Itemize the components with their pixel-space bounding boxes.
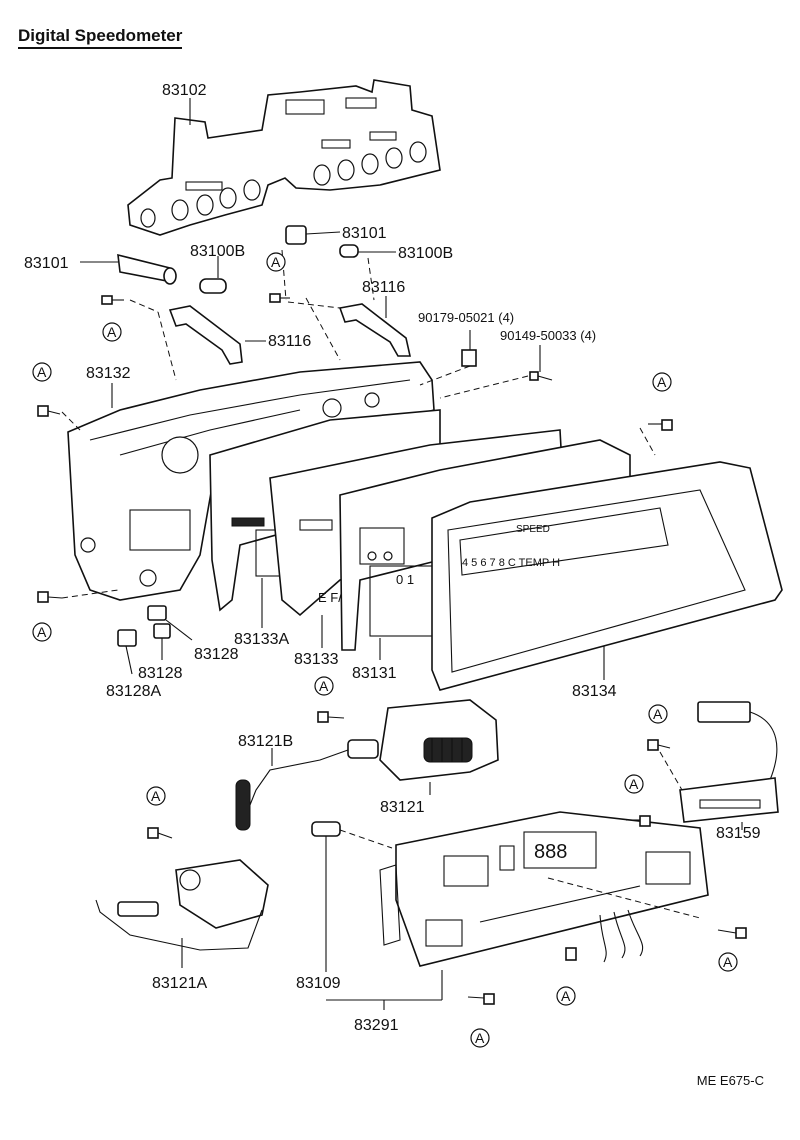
- screw-a-8: [647, 739, 671, 751]
- label-83128-b: 83128: [138, 665, 183, 682]
- screw-a-4: [37, 591, 63, 603]
- label-83159: 83159: [716, 825, 761, 842]
- svg-text:A: A: [37, 624, 47, 640]
- clip-83128: [117, 605, 193, 675]
- screw-a-1: [101, 295, 124, 305]
- svg-text:A: A: [319, 678, 329, 694]
- label-83131: 83131: [352, 665, 397, 682]
- screw-a-2: [269, 293, 290, 303]
- svg-text:A: A: [475, 1030, 485, 1046]
- label-83134: 83134: [572, 683, 617, 700]
- label-83133a: 83133A: [234, 631, 289, 648]
- screw-a-7: [147, 827, 173, 839]
- svg-text:A: A: [653, 706, 663, 722]
- label-83101-left: 83101: [24, 255, 69, 272]
- label-83116-top: 83116: [362, 279, 405, 296]
- connector-83159: [679, 701, 779, 830]
- label-83128-a: 83128: [194, 646, 239, 663]
- figure-code: ME E675-C: [696, 1073, 764, 1088]
- circuit-plate-83102: [127, 79, 441, 236]
- speed-label-text: SPEED: [516, 524, 550, 535]
- odometer-digits-text: 0 1: [396, 572, 414, 587]
- svg-text:A: A: [657, 374, 667, 390]
- screw-a-5: [648, 419, 673, 431]
- bulb-83100b-right: [339, 244, 396, 258]
- circuit-board-83291: 888: [379, 811, 709, 967]
- screw-a-10: [717, 927, 747, 939]
- label-83101-top: 83101: [342, 225, 387, 242]
- marker-a-labels: A A A A A A A A A A A A: [37, 254, 733, 1046]
- svg-text:A: A: [629, 776, 639, 792]
- screw-a-9: [626, 815, 651, 827]
- label-83100b-left: 83100B: [190, 243, 245, 260]
- bulb-83109: [311, 821, 393, 972]
- screw-a-12: [467, 993, 495, 1005]
- switch-83121a: [95, 859, 269, 968]
- screw-a-6: [317, 711, 345, 723]
- svg-text:A: A: [151, 788, 161, 804]
- svg-text:A: A: [271, 254, 281, 270]
- screw-a-11: [565, 947, 577, 961]
- svg-text:A: A: [723, 954, 733, 970]
- svg-text:A: A: [37, 364, 47, 380]
- bezel-83134: SPEED 4 5 6 7 8 C TEMP H: [431, 461, 783, 691]
- bulb-socket-83101-top: [285, 225, 341, 245]
- label-83128a: 83128A: [106, 683, 161, 700]
- clip-90179: [461, 349, 477, 367]
- label-83291: 83291: [354, 1017, 399, 1034]
- svg-text:A: A: [561, 988, 571, 1004]
- label-83121: 83121: [380, 799, 425, 816]
- bulb-socket-83101-left: [80, 253, 177, 285]
- label-83100b-right: 83100B: [398, 245, 453, 262]
- diagram-title: Digital Speedometer: [18, 26, 183, 49]
- label-83132: 83132: [86, 365, 131, 382]
- svg-text:A: A: [107, 324, 117, 340]
- label-83102: 83102: [162, 82, 207, 99]
- bulb-83100b-left: [199, 256, 227, 294]
- label-83121a: 83121A: [152, 975, 207, 992]
- sensor-83121: [379, 699, 499, 795]
- label-83133: 83133: [294, 651, 339, 668]
- lcd-digits: 888: [534, 841, 567, 863]
- label-83116-mid: 83116: [268, 333, 311, 350]
- bracket-83116-right: [338, 296, 411, 357]
- label-83109: 83109: [296, 975, 341, 992]
- label-83121b: 83121B: [238, 733, 293, 750]
- marker-a: [32, 252, 738, 1048]
- screw-a-3: [37, 405, 61, 417]
- bracket-83116-left: [168, 305, 266, 365]
- label-90179: 90179-05021 (4): [418, 310, 514, 325]
- cable-83121b: [235, 739, 379, 831]
- label-90149: 90149-50033 (4): [500, 328, 596, 343]
- gauge-scale-text: 4 5 6 7 8 C TEMP H: [462, 557, 560, 569]
- screw-90149: [529, 371, 553, 381]
